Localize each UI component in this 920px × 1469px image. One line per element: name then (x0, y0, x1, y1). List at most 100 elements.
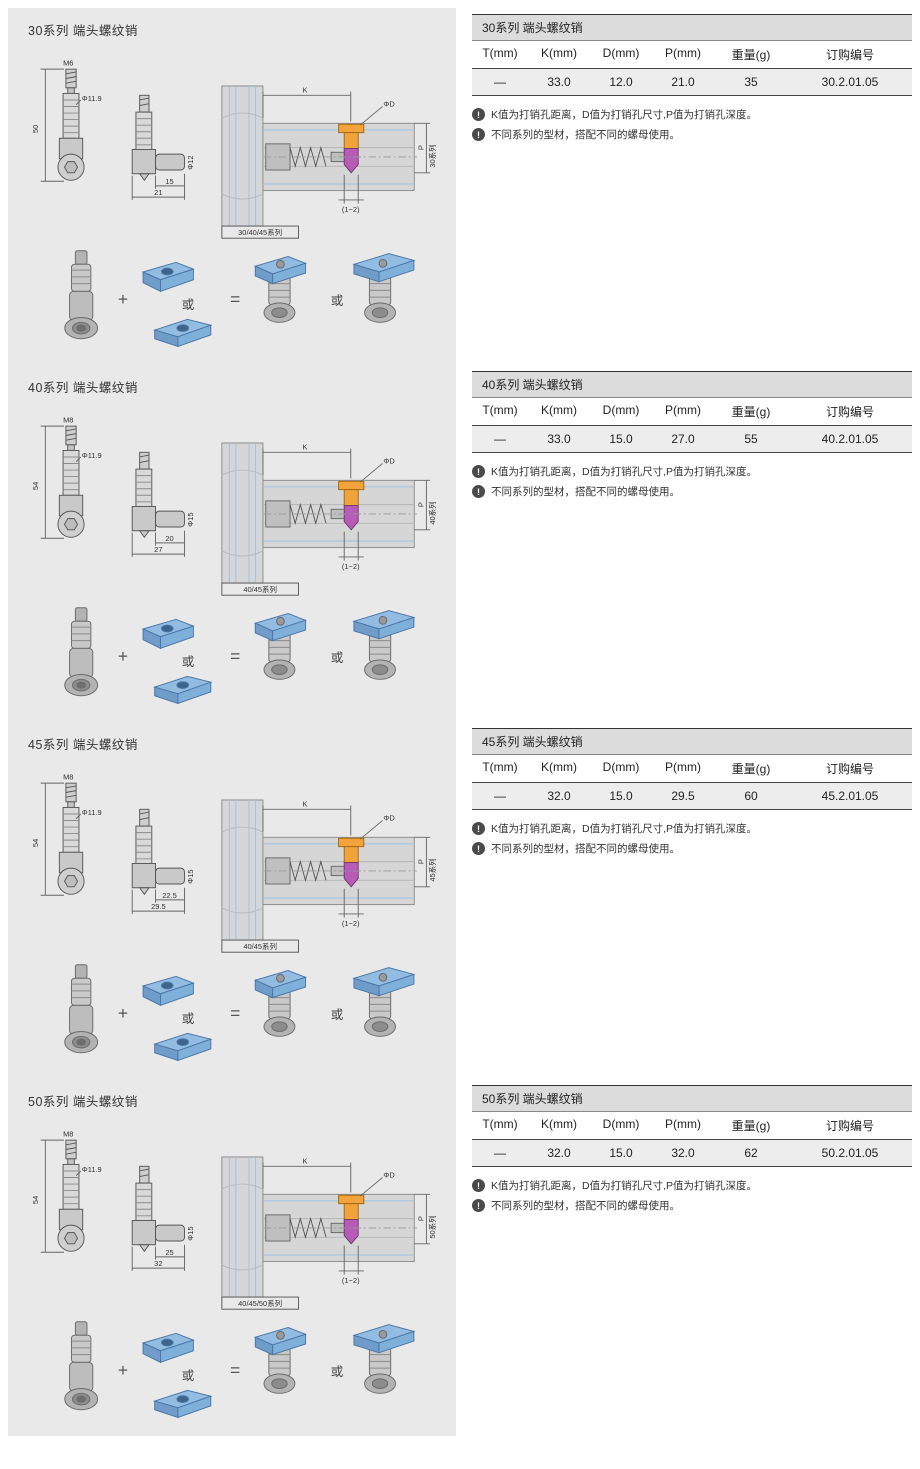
technical-drawing: 50 M6 Φ11.9 (31, 58, 437, 239)
sections-container: 30系列 端头螺纹销 50 M6 (8, 8, 912, 1436)
combination-illustration: + 或 = (64, 964, 416, 1062)
insert-range-dimension (338, 531, 364, 561)
spec-table: 50系列 端头螺纹销 T(mm) K(mm) D(mm) P(mm) 重量(g)… (472, 1085, 912, 1167)
nut-plate-illustration (153, 675, 213, 705)
cell-d: 15.0 (609, 432, 633, 446)
len-inner-label: 25 (165, 1248, 173, 1257)
or-text-1: 或 (182, 655, 195, 669)
len-total-label: 32 (154, 1259, 162, 1268)
pin-side-view (131, 1165, 185, 1253)
spring-dia-leader (75, 1170, 82, 1176)
side-dia-label: Φ15 (186, 512, 195, 526)
cell-d: 12.0 (609, 75, 633, 89)
table-header-row: T(mm) K(mm) D(mm) P(mm) 重量(g) 订购编号 (472, 398, 912, 426)
tnut-flange-section (338, 123, 365, 134)
profile-group-label: 30/40/45系列 (238, 227, 282, 237)
equals-sign: = (230, 1360, 240, 1380)
spec-table: 40系列 端头螺纹销 T(mm) K(mm) D(mm) P(mm) 重量(g)… (472, 371, 912, 453)
drawing-panel: 45系列 端头螺纹销 54 M8 (8, 722, 456, 1079)
table-title: 50系列 端头螺纹销 (472, 1086, 912, 1112)
side-view-dims (131, 530, 185, 557)
combination-illustration: + 或 = (64, 1321, 416, 1419)
panel-title: 40系列 端头螺纹销 (28, 381, 138, 395)
k-dimension (262, 1162, 352, 1193)
insert-range-dimension (338, 174, 364, 204)
profile-group-label: 40/45系列 (243, 584, 277, 594)
pin-front-view (57, 68, 85, 181)
profile-group-box (221, 582, 299, 596)
col-header-k: K(mm) (541, 403, 577, 417)
assembled-a-illustration (253, 613, 308, 680)
col-header-p: P(mm) (665, 403, 701, 417)
p-dim-label: P (417, 859, 426, 864)
insert-range-dimension (338, 888, 364, 918)
note-item: ! K值为打销孔距离，D值为打销孔尺寸,P值为打销孔深度。 (472, 822, 912, 836)
assembled-a-illustration (253, 256, 308, 323)
technical-drawing: 54 M8 Φ11.9 (31, 1129, 437, 1310)
tnut-body-section (343, 132, 359, 150)
col-header-k: K(mm) (541, 760, 577, 774)
col-header-t: T(mm) (482, 1117, 518, 1131)
front-view-dim-height (40, 68, 65, 182)
spring-section (289, 859, 327, 883)
product-section: 40系列 端头螺纹销 54 M8 (8, 365, 912, 722)
nut-plate-illustration (153, 1032, 213, 1062)
height-dim-label: 54 (31, 1196, 40, 1204)
spring-dia-label: Φ11.9 (82, 808, 102, 817)
cell-order-no: 45.2.01.05 (821, 789, 879, 803)
nut-plate-illustration (153, 318, 213, 348)
nut-flange-illustration (141, 261, 195, 293)
front-view-dim-height (40, 782, 65, 896)
note-item: ! 不同系列的型材，搭配不同的螺母使用。 (472, 485, 912, 499)
or-text-1: 或 (182, 1369, 195, 1383)
insert-range-label: (1~2) (342, 205, 360, 214)
spec-column: 30系列 端头螺纹销 T(mm) K(mm) D(mm) P(mm) 重量(g)… (472, 8, 912, 142)
cell-k: 33.0 (547, 432, 571, 446)
hole-dia-leader (359, 820, 383, 840)
spec-column: 50系列 端头螺纹销 T(mm) K(mm) D(mm) P(mm) 重量(g)… (472, 1079, 912, 1213)
table-title: 45系列 端头螺纹销 (472, 729, 912, 755)
k-dim-label: K (302, 443, 307, 452)
series-label: 30系列 (427, 144, 437, 167)
len-inner-label: 22.5 (162, 891, 177, 900)
info-icon: ! (472, 842, 485, 855)
table-data-row: — 33.0 15.0 27.0 55 40.2.01.05 (472, 426, 912, 453)
p-dim-label: P (417, 145, 426, 150)
spring-section (289, 1216, 327, 1240)
panel-title: 45系列 端头螺纹销 (28, 738, 138, 752)
thread-label: M8 (63, 772, 73, 781)
col-header-d: D(mm) (602, 46, 640, 60)
spec-column: 40系列 端头螺纹销 T(mm) K(mm) D(mm) P(mm) 重量(g)… (472, 365, 912, 499)
p-dim-label: P (417, 1216, 426, 1221)
k-dim-label: K (302, 800, 307, 809)
notes: ! K值为打销孔距离，D值为打销孔尺寸,P值为打销孔深度。 ! 不同系列的型材，… (472, 108, 912, 142)
product-section: 30系列 端头螺纹销 50 M6 (8, 8, 912, 365)
spec-table: 30系列 端头螺纹销 T(mm) K(mm) D(mm) P(mm) 重量(g)… (472, 14, 912, 96)
profile-group-box (221, 1296, 299, 1310)
note-text: K值为打销孔距离，D值为打销孔尺寸,P值为打销孔深度。 (491, 823, 758, 835)
nut-flange-illustration (141, 975, 195, 1007)
pin-front-view (57, 425, 85, 538)
tnut-flange-section (338, 1194, 365, 1205)
col-header-d: D(mm) (602, 403, 640, 417)
spring-section (289, 145, 327, 169)
cell-t: — (494, 1146, 506, 1160)
side-dia-label: Φ15 (186, 1226, 195, 1240)
note-item: ! K值为打销孔距离，D值为打销孔尺寸,P值为打销孔深度。 (472, 465, 912, 479)
tnut-flange-section (338, 837, 365, 848)
cell-d: 15.0 (609, 1146, 633, 1160)
col-header-p: P(mm) (665, 1117, 701, 1131)
len-total-label: 21 (154, 188, 162, 197)
thread-label: M6 (63, 58, 73, 67)
table-title: 30系列 端头螺纹销 (472, 15, 912, 41)
spring-dia-label: Φ11.9 (82, 94, 102, 103)
side-view-dims (131, 887, 185, 914)
cell-k: 33.0 (547, 75, 571, 89)
col-header-p: P(mm) (665, 46, 701, 60)
spring-dia-label: Φ11.9 (82, 1165, 102, 1174)
col-header-order-no: 订购编号 (825, 48, 874, 62)
or-text-2: 或 (331, 1365, 344, 1379)
p-dim-label: P (417, 502, 426, 507)
col-header-t: T(mm) (482, 403, 518, 417)
note-text: 不同系列的型材，搭配不同的螺母使用。 (491, 129, 680, 141)
